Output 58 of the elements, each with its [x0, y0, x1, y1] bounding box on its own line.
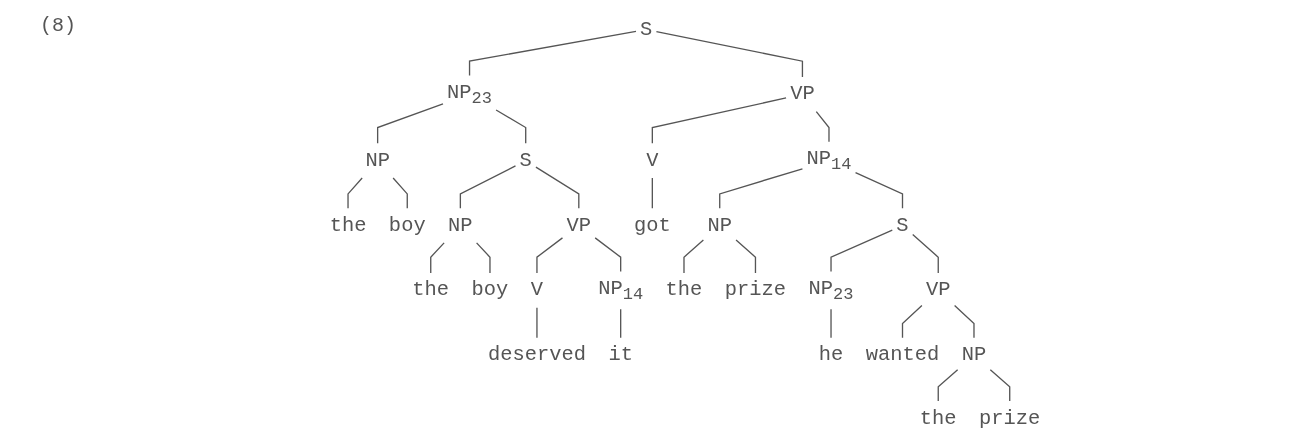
connector	[901, 304, 923, 339]
connector	[536, 237, 564, 274]
node-text: VP	[790, 82, 815, 106]
node-text: boy	[388, 213, 426, 237]
node-text: the	[329, 213, 367, 237]
connector	[735, 239, 757, 274]
node-text: S	[896, 213, 909, 237]
connector	[535, 166, 580, 209]
connector	[683, 239, 705, 274]
connector	[651, 97, 787, 144]
node-text: boy	[471, 278, 509, 302]
connector	[459, 165, 517, 209]
connector	[594, 237, 622, 273]
connector	[854, 172, 904, 209]
connector	[937, 369, 959, 402]
connector	[953, 304, 975, 339]
node-text: deserved	[487, 342, 586, 367]
connector	[651, 177, 653, 209]
connector	[468, 30, 637, 77]
node-text: wanted	[865, 342, 940, 367]
node-text: the	[412, 278, 450, 302]
node-text: NP$_{14}$	[806, 146, 852, 175]
node-text: VP	[925, 278, 951, 302]
connector	[475, 242, 491, 274]
node-text: NP$_{23}$	[808, 276, 854, 305]
node-text: NP	[961, 342, 987, 367]
node-text: the	[665, 278, 703, 302]
node-text: prize	[724, 278, 787, 302]
node-text: NP$_{23}$	[447, 80, 493, 109]
connector	[376, 103, 444, 144]
connector	[347, 177, 363, 209]
node-text: NP$_{14}$	[598, 276, 644, 305]
node-text: V	[530, 278, 544, 302]
connector	[830, 308, 832, 339]
connector	[989, 369, 1011, 402]
connector	[620, 308, 622, 339]
connector	[912, 233, 939, 274]
connector	[495, 109, 527, 144]
connector	[815, 111, 830, 143]
connector	[830, 229, 893, 273]
connector	[655, 30, 804, 78]
connector	[392, 177, 408, 209]
node-text: prize	[979, 406, 1041, 430]
node-text: NP	[707, 213, 732, 237]
node-text: S	[640, 17, 653, 41]
example-number: (8)	[40, 14, 76, 37]
node-text: the	[919, 406, 957, 430]
connector	[719, 168, 804, 209]
connector	[430, 242, 445, 274]
node-text: he	[818, 342, 844, 367]
node-text: S	[519, 148, 532, 172]
node-text: it	[608, 342, 633, 367]
node-text: NP	[448, 213, 473, 237]
node-text: got	[633, 213, 671, 237]
node-text: VP	[566, 213, 592, 237]
connector	[536, 307, 538, 339]
node-text: V	[646, 148, 659, 172]
node-text: NP	[365, 148, 390, 172]
